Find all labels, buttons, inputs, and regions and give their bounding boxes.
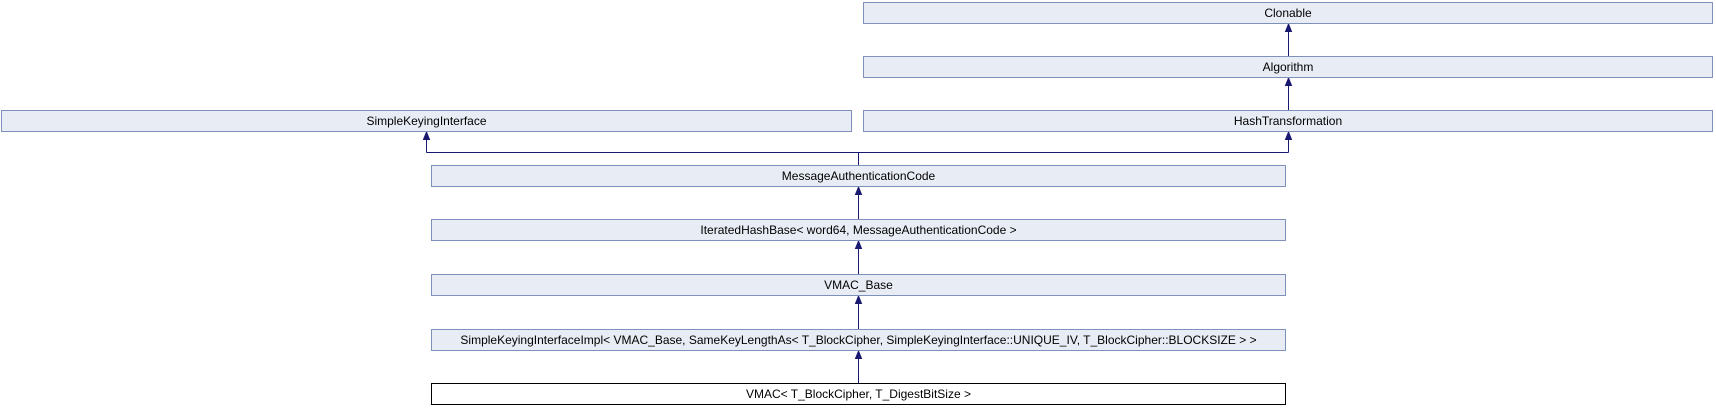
edge-iteratedhashbase-to-messageauthenticationcode	[854, 185, 863, 219]
class-node-iterated-hash-base[interactable]: IteratedHashBase< word64, MessageAuthent…	[431, 219, 1286, 241]
class-node-message-authentication-code[interactable]: MessageAuthenticationCode	[431, 165, 1286, 187]
edge-vmacbase-to-iteratedhashbase	[854, 239, 863, 274]
class-node-algorithm[interactable]: Algorithm	[863, 56, 1713, 78]
edge-hashtransformation-to-algorithm	[1284, 76, 1293, 110]
class-node-simple-keying-interface[interactable]: SimpleKeyingInterface	[1, 110, 852, 132]
edge-simplekeyinginterfaceimpl-to-vmacbase	[854, 294, 863, 329]
edge-vmac-to-simplekeyinginterfaceimpl	[854, 349, 863, 383]
edge-messageauthenticationcode-to-simplekeyinginterface-and-hashtransformation	[422, 130, 1293, 165]
class-node-simple-keying-interface-impl[interactable]: SimpleKeyingInterfaceImpl< VMAC_Base, Sa…	[431, 329, 1286, 351]
class-node-hash-transformation[interactable]: HashTransformation	[863, 110, 1713, 132]
class-node-vmac-current: VMAC< T_BlockCipher, T_DigestBitSize >	[431, 383, 1286, 405]
class-node-vmac-base[interactable]: VMAC_Base	[431, 274, 1286, 296]
edge-algorithm-to-clonable	[1284, 22, 1293, 56]
class-node-clonable[interactable]: Clonable	[863, 2, 1713, 24]
